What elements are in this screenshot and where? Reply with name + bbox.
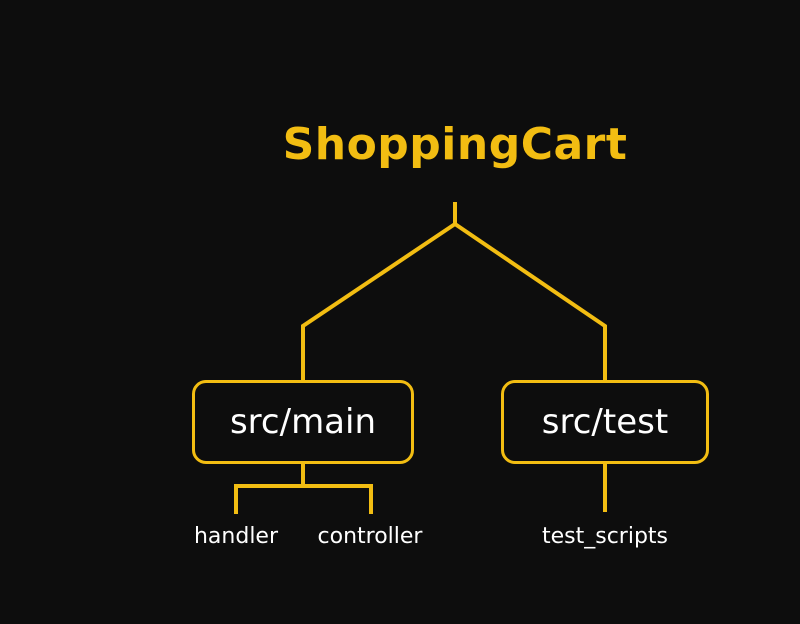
branch-label-src-main: src/main — [229, 402, 377, 442]
leaf-node-handler: handler — [193, 524, 279, 549]
root-node-title: ShoppingCart — [282, 119, 628, 170]
leaf-node-controller: controller — [317, 524, 423, 549]
branch-node-src-test: src/test — [501, 380, 709, 464]
branch-label-src-test: src/test — [541, 402, 669, 442]
leaf-node-test-scripts: test_scripts — [541, 524, 669, 549]
main-children-bracket — [234, 484, 373, 514]
branch-node-src-main: src/main — [192, 380, 414, 464]
root-to-main-line — [301, 222, 457, 380]
root-to-test-line — [453, 222, 607, 380]
